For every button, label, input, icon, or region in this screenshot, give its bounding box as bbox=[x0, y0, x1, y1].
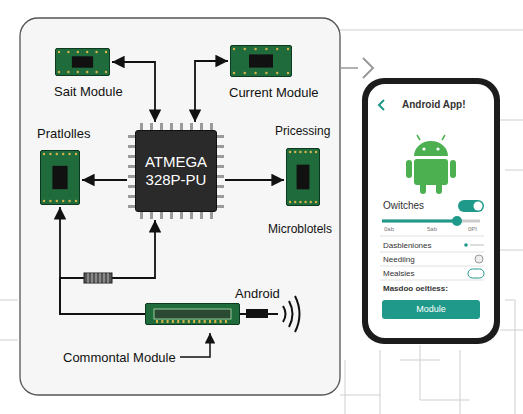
antenna-wire bbox=[268, 313, 278, 315]
leader-arrow bbox=[180, 333, 210, 357]
node-sublabel: Owitches bbox=[383, 200, 424, 212]
connector bbox=[225, 179, 284, 181]
peripheral-module: Pratlolles bbox=[40, 150, 80, 205]
pcb-art bbox=[56, 49, 109, 75]
connector bbox=[60, 220, 155, 314]
panel-link bbox=[340, 67, 358, 69]
ribbon-connector bbox=[84, 273, 112, 283]
antenna-block bbox=[246, 309, 268, 318]
node-label: Pricessing bbox=[275, 125, 330, 139]
node-label: ATMEGA 328P-PU bbox=[141, 153, 211, 189]
node-label: Module bbox=[416, 304, 446, 314]
node-label: Android App! bbox=[402, 99, 466, 111]
pcb-art bbox=[231, 46, 291, 76]
pcb-art bbox=[41, 151, 79, 204]
signal-label: Android bbox=[235, 287, 280, 302]
phone-app: Module Android App! OwitchesDasblenionesNe… bbox=[362, 78, 500, 344]
slider-tick: 5ab bbox=[427, 226, 437, 233]
app-button: Module bbox=[382, 300, 480, 319]
pcb-art bbox=[287, 149, 319, 205]
slider-tick: 0PI bbox=[468, 226, 477, 233]
chip-pins bbox=[128, 123, 224, 219]
connector bbox=[60, 207, 145, 314]
processing-module: PricessingMicroblotels bbox=[286, 148, 320, 206]
node-label: Pratlolles bbox=[37, 127, 90, 142]
slider-tick: 0ab bbox=[384, 226, 394, 233]
connector bbox=[195, 61, 228, 122]
node-sublabel: Microblotels bbox=[268, 223, 332, 237]
microcontroller-chip: ATMEGA 328P-PU bbox=[135, 130, 217, 212]
pcb-art bbox=[146, 304, 239, 324]
node-sublabel: Neediing bbox=[383, 255, 415, 264]
node-sublabel: Mealsies bbox=[383, 269, 415, 278]
radio-waves bbox=[283, 296, 300, 332]
sensor-module: Sait Module bbox=[55, 48, 110, 76]
communication-module: Commontal Module bbox=[145, 303, 240, 325]
antenna-wire bbox=[240, 313, 246, 315]
node-label: Commontal Module bbox=[63, 351, 176, 366]
node-label: Current Module bbox=[229, 86, 319, 101]
connector bbox=[82, 179, 127, 181]
panel bbox=[20, 18, 340, 395]
node-sublabel: Masdoo oeltiess: bbox=[383, 284, 448, 293]
node-label: Sait Module bbox=[54, 85, 123, 100]
node-sublabel: Dasbleniones bbox=[383, 241, 431, 250]
current-module: Current Module bbox=[230, 45, 292, 77]
chevron bbox=[363, 58, 373, 78]
